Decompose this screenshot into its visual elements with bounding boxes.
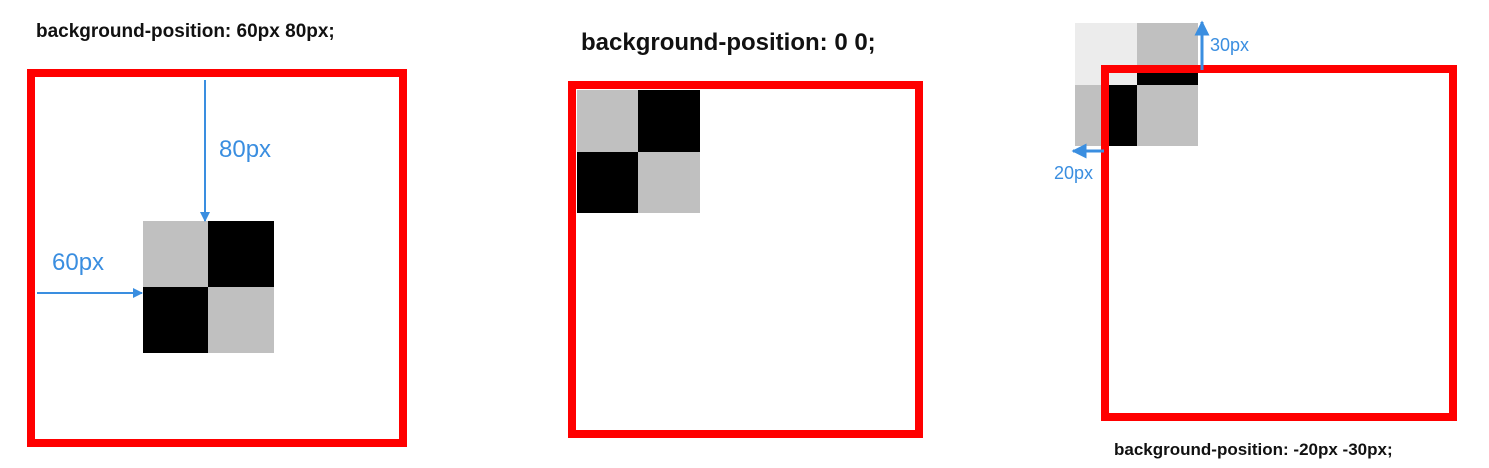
panel-2-caption: background-position: 0 0; [581,29,876,56]
panel-2-frame [568,81,923,438]
panel-3-y-offset-label: 30px [1210,35,1250,55]
checker-tile-gray [143,221,208,287]
checker-tile-black-visible [1109,85,1137,146]
checker-tile-gray [638,152,700,213]
checker-tile-black [577,152,638,213]
checker-tile-black [638,90,700,152]
checker-tile-black [143,287,208,353]
panel-3-frame [1101,65,1457,421]
panel-1-caption: background-position: 60px 80px; [36,21,335,42]
panel-1-y-offset-label: 80px [219,136,272,163]
checker-tile-gray [1137,85,1198,146]
panel-1-x-offset-label: 60px [52,249,105,276]
panel-3-caption: background-position: -20px -30px; [1114,440,1393,459]
checker-tile-gray [208,287,274,353]
checker-tile-black-visible [1137,73,1198,85]
checker-tile-black [208,221,274,287]
panel-1-frame [27,69,407,447]
checker-tile-gray [577,90,638,152]
panel-3-x-offset-label: 20px [1054,163,1094,183]
